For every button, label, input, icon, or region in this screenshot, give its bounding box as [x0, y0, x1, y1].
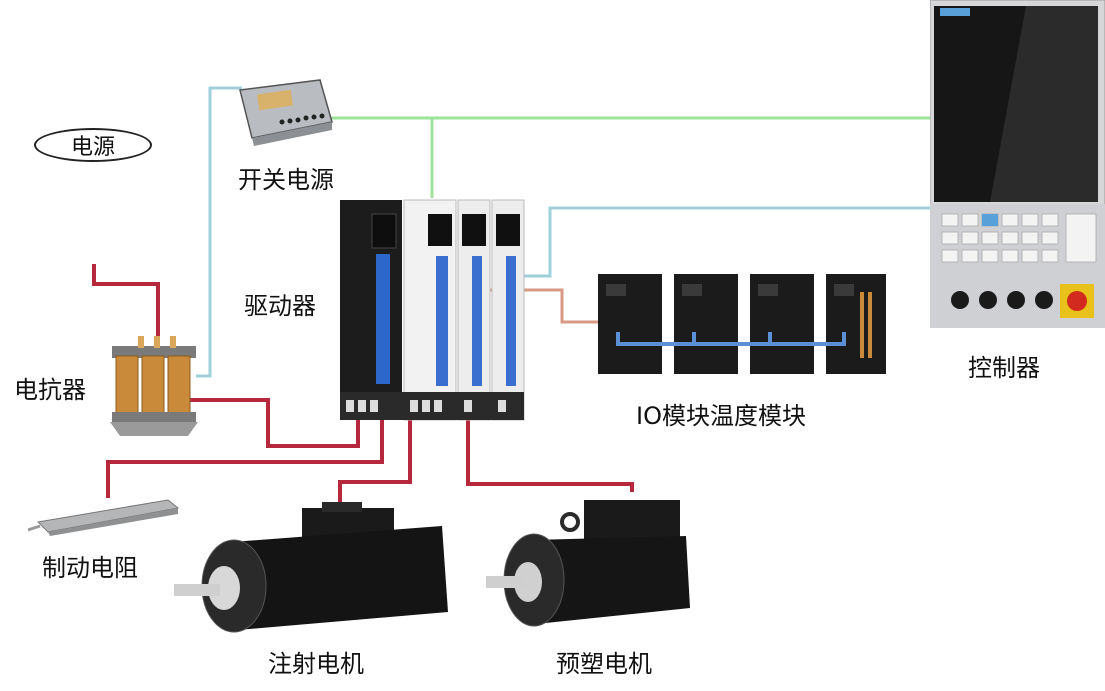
- controller-device: [930, 0, 1105, 328]
- injection-motor-device: [174, 502, 448, 633]
- driver-label: 驱动器: [244, 292, 316, 320]
- reactor-device: [110, 336, 198, 436]
- io-modules-device: [598, 274, 886, 374]
- plasticizing-motor-label: 预塑电机: [556, 650, 652, 678]
- plasticizing-motor-device: [486, 500, 690, 627]
- reactor-to-switch-power-wire: [196, 86, 242, 378]
- switch-power-supply-device: [239, 79, 333, 146]
- brake-resistor-wire: [106, 420, 384, 498]
- io-modules-label: IO模块温度模块: [636, 402, 806, 430]
- injection-motor-wire: [338, 420, 412, 512]
- switch-power-supply-label: 开关电源: [238, 166, 334, 194]
- injection-motor-label: 注射电机: [268, 650, 364, 678]
- plasticizing-motor-wire: [466, 420, 634, 492]
- brake-resistor-device: [28, 499, 180, 536]
- reactor-label: 电抗器: [14, 376, 86, 404]
- reactor-input-wire: [92, 264, 160, 336]
- reactor-to-driver-wire: [190, 398, 360, 448]
- power-source-oval: 电源: [34, 128, 152, 162]
- driver-to-io-wire: [488, 288, 602, 324]
- controller-label: 控制器: [968, 354, 1040, 382]
- brake-resistor-label: 制动电阻: [42, 554, 138, 582]
- driver-device: [340, 199, 525, 421]
- power-source-label: 电源: [70, 135, 115, 160]
- driver-to-controller-wire: [520, 206, 932, 278]
